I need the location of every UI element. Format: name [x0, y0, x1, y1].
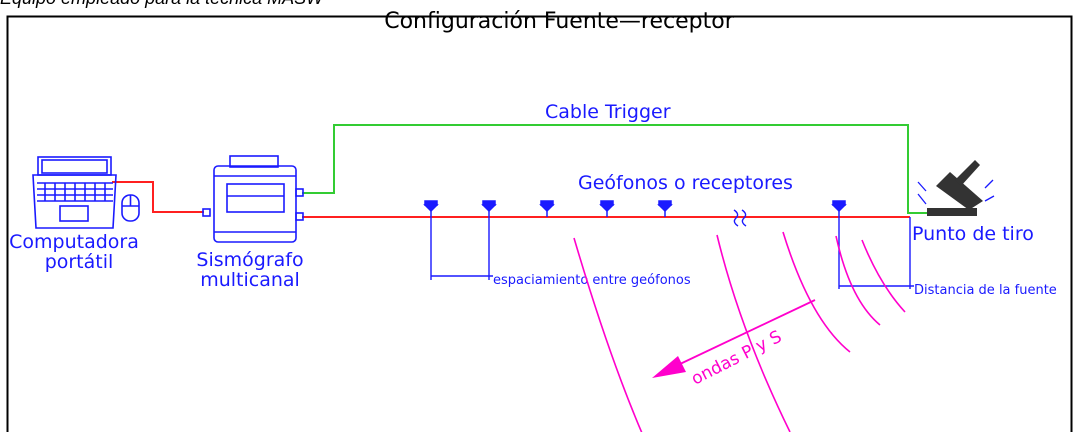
- laptop-label-line1: Computadora: [9, 231, 139, 253]
- seismograph-label-line1: Sismógrafo: [196, 249, 303, 271]
- geophone-icon: [599, 200, 615, 217]
- trigger-cable: [302, 124, 932, 214]
- geophone-icon: [423, 200, 439, 217]
- wave-arrow: [652, 299, 816, 378]
- geophone-spacing-dimension: [430, 217, 493, 280]
- cable-trigger-label: Cable Trigger: [545, 101, 671, 123]
- laptop-cable: [112, 181, 204, 213]
- geophone-icon: [831, 200, 847, 217]
- source-distance-label: Distancia de la fuente: [914, 283, 1057, 298]
- laptop-label-line2: portátil: [45, 251, 114, 273]
- diagram-title: Configuración Fuente—receptor: [384, 9, 734, 34]
- geophone-icon: [657, 200, 673, 217]
- mouse-icon: [121, 194, 140, 222]
- diagram-frame: [6, 15, 1073, 432]
- seismograph-icon: [202, 155, 304, 243]
- geophone-spacing-label: espaciamiento entre geófonos: [493, 273, 691, 288]
- shot-point-label: Punto de tiro: [912, 223, 1034, 245]
- seismograph-label-line2: multicanal: [200, 269, 300, 291]
- figure-caption: Equipo empleado para la técnica MASW: [0, 0, 323, 9]
- break-symbol-icon: [733, 209, 747, 227]
- geophone-icon: [481, 200, 497, 217]
- laptop-icon: [32, 156, 117, 229]
- source-distance-dimension: [838, 217, 914, 289]
- geophone-icon: [539, 200, 555, 217]
- geophones-label: Geófonos o receptores: [578, 172, 793, 194]
- wave-fronts: [573, 231, 906, 432]
- hammer-icon: [917, 160, 995, 216]
